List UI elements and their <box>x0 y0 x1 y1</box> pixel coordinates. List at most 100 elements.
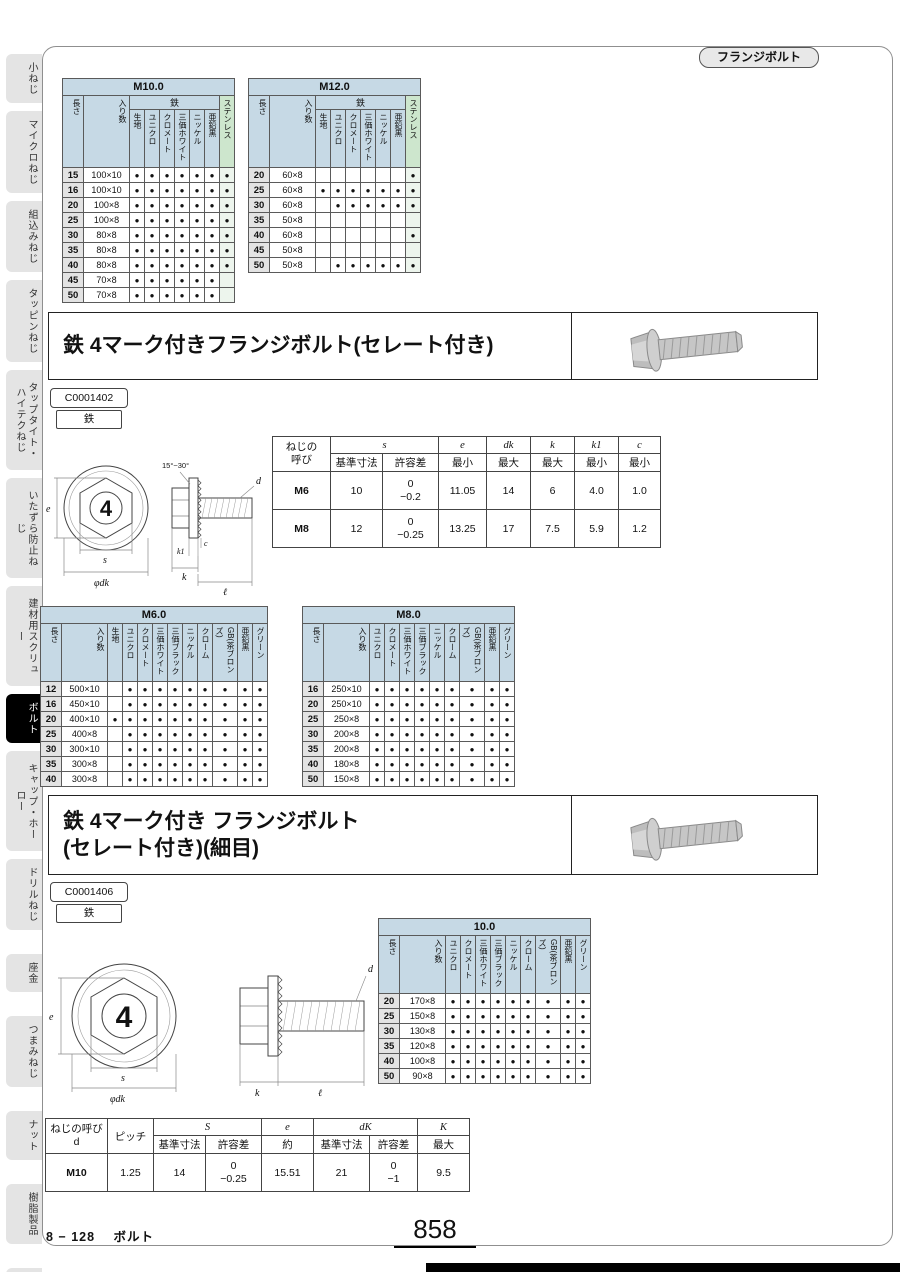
spec-cell: 0 −0.25 <box>382 509 439 548</box>
dim-k: k <box>182 572 187 583</box>
availability-dot: ● <box>490 1068 506 1084</box>
dim-e: e <box>49 1012 54 1023</box>
availability-dot: ● <box>520 993 536 1009</box>
availability-dot: ● <box>182 756 198 772</box>
availability-dot <box>360 227 376 243</box>
col-header-finish: 亜鉛黒 <box>204 109 220 168</box>
availability-dot <box>330 212 346 228</box>
qty-cell: 50×8 <box>269 212 316 228</box>
col-group-iron: 鉄 <box>129 95 220 110</box>
spec-header-dK: dK <box>313 1118 418 1136</box>
availability-dot: ● <box>152 696 168 712</box>
availability-dot: ● <box>144 272 160 288</box>
availability-dot: ● <box>152 711 168 727</box>
col-header-qty: 入り数 <box>323 623 370 682</box>
availability-dot: ● <box>144 227 160 243</box>
availability-dot: ● <box>384 726 400 742</box>
availability-dot: ● <box>414 711 430 727</box>
sidebar-item[interactable]: ナット <box>6 1111 42 1160</box>
availability-dot: ● <box>174 197 190 213</box>
sidebar-item[interactable]: マイクロねじ <box>6 111 42 193</box>
sidebar-item[interactable]: 樹脂製品 <box>6 1184 42 1244</box>
spec-subheader: 基準寸法 <box>153 1135 206 1154</box>
col-header-finish: 三価ブラック <box>490 935 506 994</box>
size-title: M6.0 <box>40 606 268 624</box>
availability-dot: ● <box>204 287 220 303</box>
availability-dot <box>330 167 346 183</box>
availability-dot: ● <box>575 993 591 1009</box>
spec-header-s: s <box>330 436 439 454</box>
col-header-length: 長さ <box>248 95 270 168</box>
sidebar-item[interactable]: キャップ・ホーロー <box>6 751 42 851</box>
availability-dot: ● <box>129 212 145 228</box>
col-header-finish: 亜鉛黒 <box>390 109 406 168</box>
availability-dot: ● <box>219 242 235 258</box>
size-title: M8.0 <box>302 606 515 624</box>
availability-dot: ● <box>499 741 515 757</box>
qty-cell: 200×8 <box>323 741 370 757</box>
availability-dot: ● <box>369 726 385 742</box>
col-header-finish: ユニクロ <box>445 935 461 994</box>
availability-dot: ● <box>484 726 500 742</box>
availability-dot: ● <box>505 1038 521 1054</box>
sidebar-item[interactable]: ドリルねじ <box>6 859 42 930</box>
section-title-text: 鉄 4マーク付きフランジボルト(セレート付き) <box>63 334 494 358</box>
dim-d: d <box>368 964 374 975</box>
availability-dot <box>390 167 406 183</box>
sidebar-item[interactable]: 建材用スクリュー <box>6 586 42 686</box>
availability-dot: ● <box>237 711 253 727</box>
availability-dot: ● <box>399 696 415 712</box>
col-header-finish: 三価ホワイト <box>475 935 491 994</box>
availability-dot: ● <box>460 1023 476 1039</box>
availability-dot: ● <box>505 1008 521 1024</box>
sidebar-item[interactable]: 組込みねじ <box>6 201 42 272</box>
availability-dot: ● <box>384 771 400 787</box>
availability-dot: ● <box>560 993 576 1009</box>
dim-s: s <box>121 1073 125 1084</box>
availability-dot: ● <box>204 257 220 273</box>
availability-dot <box>405 242 421 258</box>
availability-dot: ● <box>459 771 485 787</box>
spec-subheader: 最小 <box>574 453 619 472</box>
sidebar-item[interactable]: 座金 <box>6 954 42 992</box>
category-tab[interactable]: フランジボルト <box>699 47 819 68</box>
col-header-finish: ユニクロ <box>122 623 138 682</box>
availability-dot: ● <box>330 182 346 198</box>
spec-header-pitch: ピッチ <box>107 1118 154 1154</box>
availability-dot: ● <box>360 257 376 273</box>
availability-dot: ● <box>369 681 385 697</box>
availability-dot: ● <box>369 696 385 712</box>
col-header-length: 長さ <box>302 623 324 682</box>
availability-dot: ● <box>182 741 198 757</box>
availability-dot: ● <box>414 681 430 697</box>
availability-dot: ● <box>159 242 175 258</box>
availability-dot: ● <box>535 1068 561 1084</box>
availability-dot: ● <box>330 197 346 213</box>
length-cell: 35 <box>248 212 270 228</box>
col-header-qty: 入り数 <box>399 935 446 994</box>
qty-cell: 80×8 <box>83 227 130 243</box>
sidebar-item[interactable]: ボルト <box>6 694 42 743</box>
sidebar-item[interactable]: アンカーボルト <box>6 1268 42 1272</box>
sidebar-item[interactable]: タップタイト・ハイテクねじ <box>6 370 42 470</box>
qty-cell: 150×8 <box>323 771 370 787</box>
qty-cell: 100×10 <box>83 167 130 183</box>
sidebar-item[interactable]: つまみねじ <box>6 1016 42 1087</box>
col-header-qty: 入り数 <box>61 623 108 682</box>
availability-dot: ● <box>212 726 238 742</box>
availability-dot: ● <box>144 182 160 198</box>
availability-dot: ● <box>219 212 235 228</box>
sidebar-item[interactable]: いたずら防止ねじ <box>6 478 42 578</box>
availability-dot: ● <box>137 696 153 712</box>
sidebar-item[interactable]: タッピンねじ <box>6 280 42 362</box>
availability-dot: ● <box>384 756 400 772</box>
sidebar-item[interactable]: 小ねじ <box>6 54 42 103</box>
